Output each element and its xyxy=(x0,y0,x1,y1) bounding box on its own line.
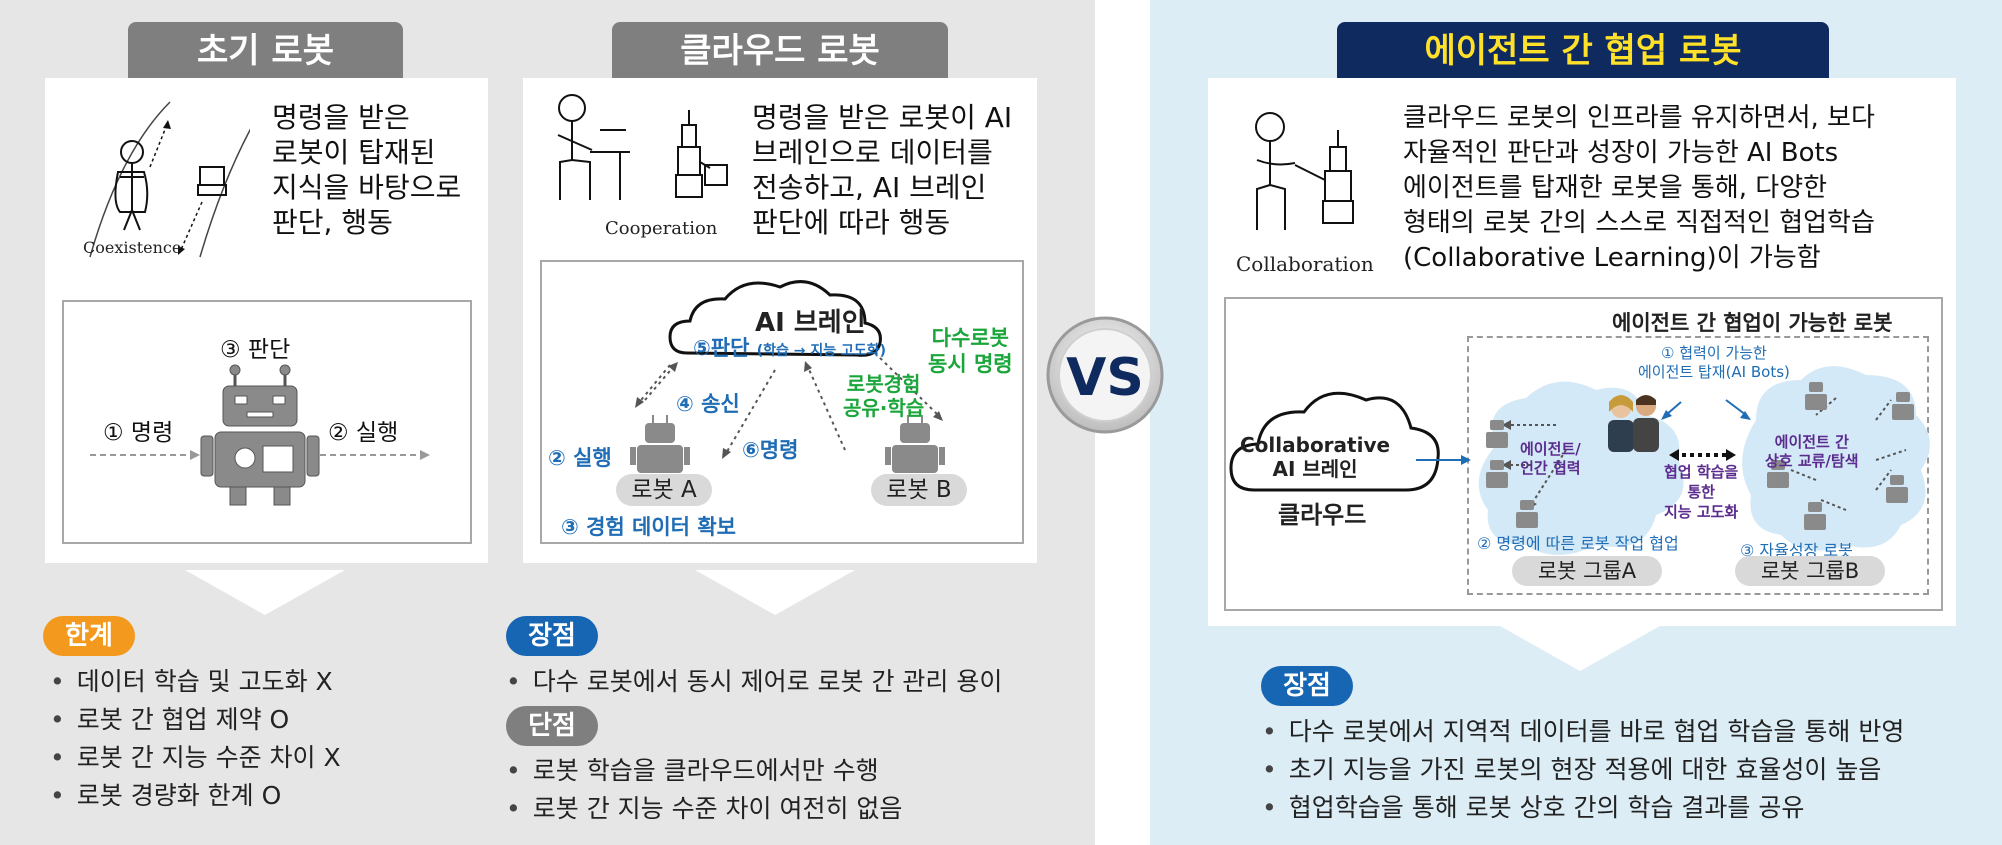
vs-label: VS xyxy=(1066,348,1144,408)
list-item: 데이터 학습 및 고도화 X xyxy=(50,663,341,701)
list-item: 로봇 경량화 한계 O xyxy=(50,777,341,815)
list-item: 협업학습을 통해 로봇 상호 간의 학습 결과를 공유 xyxy=(1262,789,1904,827)
agent-down-arrow xyxy=(1500,626,1660,671)
human-collab-text: 에이전트/인간 협력 xyxy=(1520,440,1581,477)
vs-circle xyxy=(1046,316,1164,434)
robot-b-icon xyxy=(885,415,945,473)
small-robot-icons xyxy=(1486,382,1914,530)
list-item: 로봇 학습을 클라우드에서만 수행 xyxy=(506,752,902,790)
cooperation-caption: Cooperation xyxy=(605,218,718,239)
cloud-cons-badge: 단점 xyxy=(506,706,598,746)
experience-data: ③ 경험 데이터 확보 xyxy=(561,515,736,539)
cooperation-icon xyxy=(557,94,728,200)
agent-pros-badge: 장점 xyxy=(1261,666,1353,706)
cloud-send: ④ 송신 xyxy=(676,392,740,416)
cloud-judge: ⑤판단 (학습 → 지능 고도화) xyxy=(693,336,887,360)
agent-box-title: 에이전트 간 협업이 가능한 로봇 xyxy=(1612,311,1893,335)
robot-b-label: 로봇 B xyxy=(871,474,967,506)
agent-robot-header: 에이전트 간 협업 로봇 xyxy=(1337,22,1829,80)
cloud-robot-header: 클라우드 로봇 xyxy=(612,22,948,80)
agent-inner-dashed-box xyxy=(1467,336,1929,595)
group-a-label: 로봇 그룹A xyxy=(1512,556,1662,586)
task-collab-text: ② 명령에 따른 로봇 작업 협업 xyxy=(1477,534,1679,553)
collaboration-icon xyxy=(1255,112,1354,230)
limits-list: 데이터 학습 및 고도화 X 로봇 간 협업 제약 O 로봇 간 지능 수준 차… xyxy=(50,663,341,815)
group-b-label: 로봇 그룹B xyxy=(1735,556,1885,586)
coexistence-icon xyxy=(89,101,250,258)
agent-diagram xyxy=(1229,366,1930,555)
early-down-arrow xyxy=(185,570,345,615)
self-growth-text: ③ 자율성장 로봇 xyxy=(1740,541,1853,560)
list-item: 초기 지능을 가진 로봇의 현장 적용에 대한 효율성이 높음 xyxy=(1262,751,1904,789)
cloud-command: ⑥명령 xyxy=(742,438,799,462)
list-item: 다수 로봇에서 지역적 데이터를 바로 협업 학습을 통해 반영 xyxy=(1262,713,1905,751)
robot-icon xyxy=(200,364,320,506)
robot-a-icon xyxy=(630,415,690,473)
cloud-caption: 클라우드 xyxy=(1278,501,1367,529)
cloud-execute: ② 실행 xyxy=(548,446,612,470)
cloud-pros-badge: 장점 xyxy=(506,616,598,656)
list-item: 로봇 간 협업 제약 O xyxy=(50,701,341,739)
robot-a-label: 로봇 A xyxy=(616,474,712,506)
early-step-judge: ③ 판단 xyxy=(220,337,291,363)
limits-badge: 한계 xyxy=(43,616,135,656)
early-robot-header: 초기 로봇 xyxy=(128,22,403,80)
list-item: 로봇 간 지능 수준 차이 X xyxy=(50,739,341,777)
cloud-robot-diagram xyxy=(630,280,945,473)
cloud-pros-list: 다수 로봇에서 동시 제어로 로봇 간 관리 용이 xyxy=(506,663,1003,701)
human-pair-icon xyxy=(1608,395,1659,452)
agent-pros-list: 다수 로봇에서 지역적 데이터를 바로 협업 학습을 통해 반영 초기 지능을 … xyxy=(1262,713,1905,827)
coexistence-caption: Coexistence xyxy=(83,238,182,257)
list-item: 다수 로봇에서 동시 제어로 로봇 간 관리 용이 xyxy=(506,663,1003,701)
cloud-ai-brain-title: AI 브레인 xyxy=(755,308,866,338)
cloud-cons-list: 로봇 학습을 클라우드에서만 수행 로봇 간 지능 수준 차이 여전히 없음 xyxy=(506,752,903,828)
early-step-execute: ② 실행 xyxy=(328,420,399,446)
early-step-command: ① 명령 xyxy=(103,420,174,446)
collaboration-caption: Collaboration xyxy=(1236,252,1374,276)
cloud-down-arrow xyxy=(695,570,855,615)
early-robot-diagram xyxy=(90,364,430,506)
list-item: 로봇 간 지능 수준 차이 여전히 없음 xyxy=(506,790,903,828)
